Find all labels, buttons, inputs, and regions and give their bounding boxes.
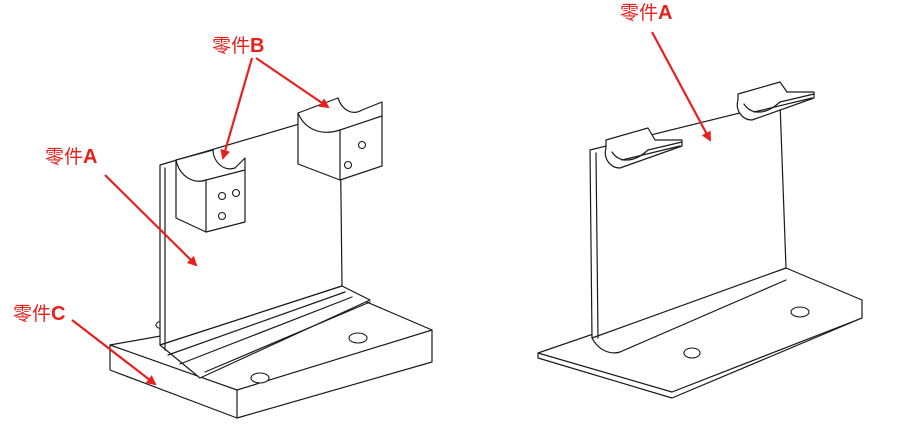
label-part-a-right-prefix: 零件 <box>620 2 659 24</box>
label-part-a-left-letter: A <box>83 146 98 168</box>
part-b-block-right <box>297 97 383 181</box>
part-a-curled-tab-left <box>604 127 683 169</box>
base-hole-front <box>250 372 270 384</box>
arrow-b-to-left-block <box>220 57 254 160</box>
arrow-a-left-to-sheet <box>104 174 198 267</box>
label-part-c-prefix: 零件 <box>13 303 52 325</box>
part-b-block-left <box>175 149 246 233</box>
left-assembly <box>109 97 433 419</box>
arrow-b-to-right-block <box>255 57 330 109</box>
right-assembly <box>537 81 863 399</box>
label-part-c-letter: C <box>51 303 66 325</box>
label-part-a-left-prefix: 零件 <box>45 146 84 168</box>
arrow-a-right-to-sheet <box>651 31 711 142</box>
arrow-c-to-base <box>71 319 157 386</box>
label-part-b-prefix: 零件 <box>212 35 251 57</box>
label-part-b: 零件B <box>212 36 264 56</box>
base-hole-right <box>348 332 368 344</box>
label-part-c: 零件C <box>13 304 65 324</box>
part-a-curled-tab-right <box>736 81 815 121</box>
label-part-b-letter: B <box>250 35 265 57</box>
label-part-a-left: 零件A <box>45 147 97 167</box>
label-part-a-right: 零件A <box>620 3 672 23</box>
label-part-a-right-letter: A <box>658 2 673 24</box>
annotation-arrows <box>71 31 711 386</box>
